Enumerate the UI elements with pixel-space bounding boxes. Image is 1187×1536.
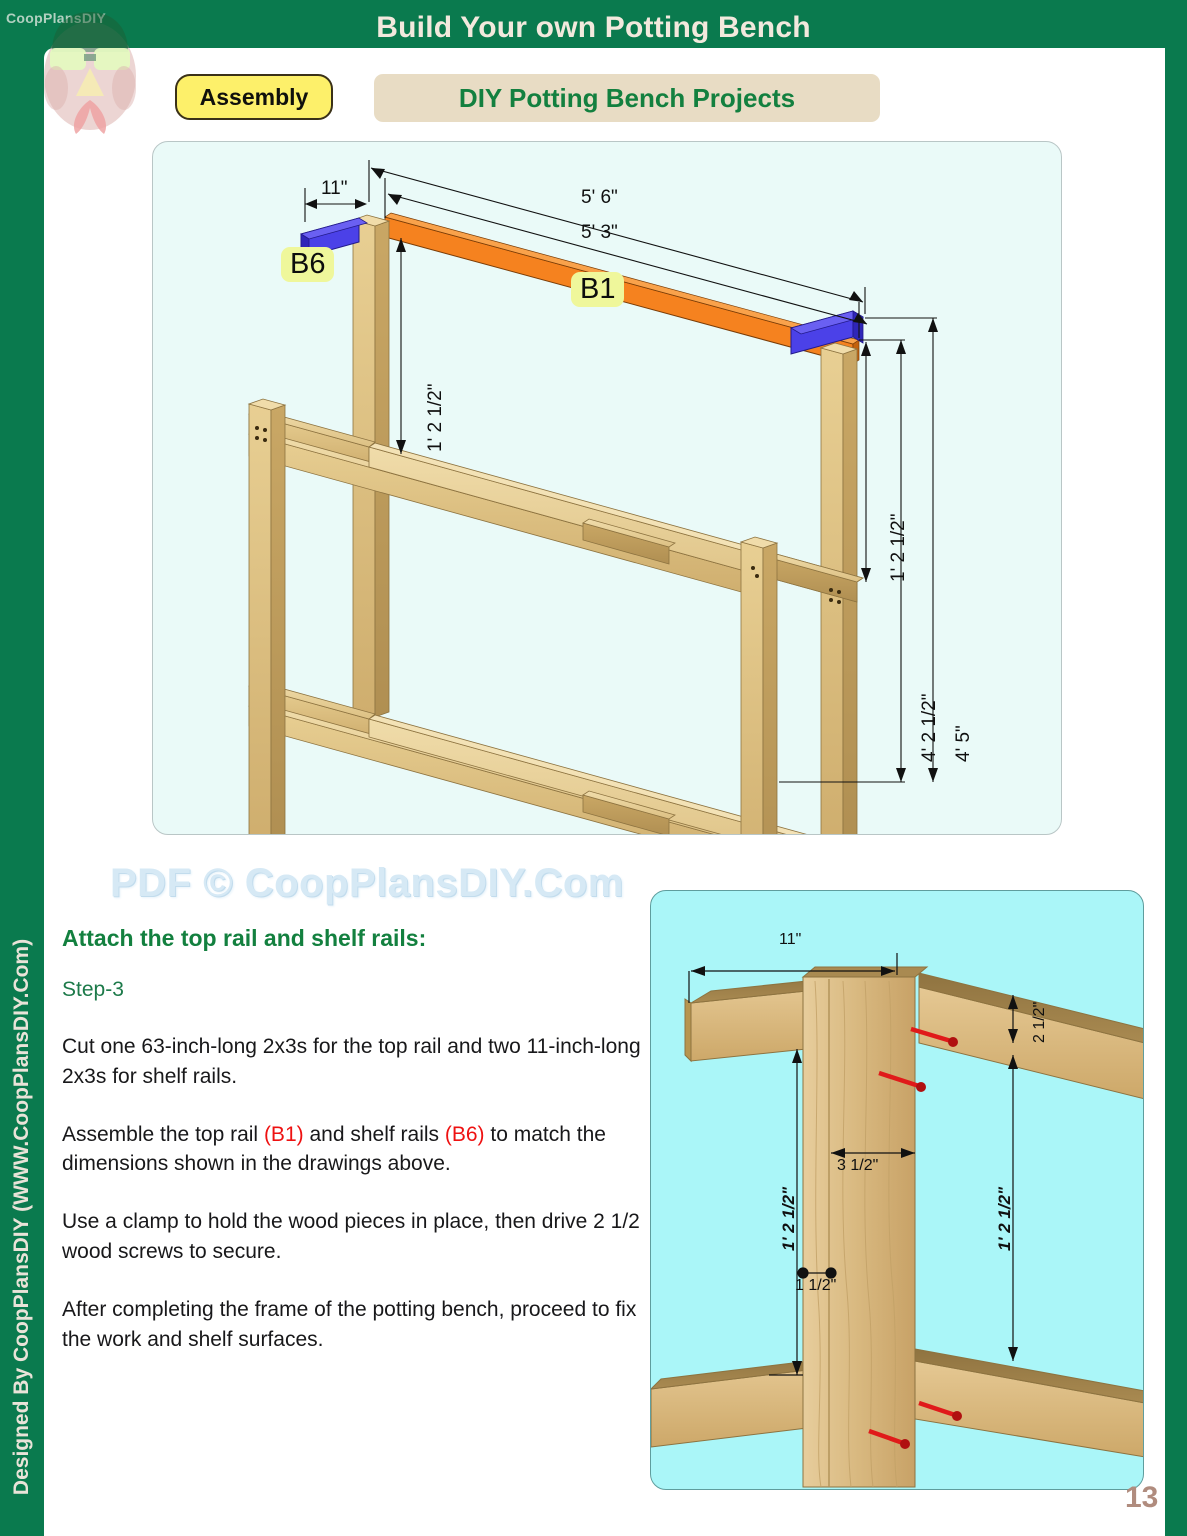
dim-1ft2half-left: 1' 2 1/2" xyxy=(425,383,446,452)
header-band xyxy=(0,0,1187,56)
part-label-b1: B1 xyxy=(571,272,625,308)
right-green-band xyxy=(1165,0,1187,1536)
upper-center-brace xyxy=(582,518,676,565)
front-right-post xyxy=(739,536,779,834)
detail-top-rail-right xyxy=(918,972,1143,1100)
dimension-lines xyxy=(304,160,938,783)
part-reference: (B1) xyxy=(263,1122,304,1146)
paragraph-text: Assemble the top rail xyxy=(62,1122,264,1146)
screw-marks xyxy=(255,426,841,604)
dim-5ft3in: 5' 3" xyxy=(581,222,618,243)
back-lower-rail xyxy=(368,714,807,834)
joint-detail-drawing xyxy=(651,953,1143,1488)
detail-dim-11in: 11" xyxy=(779,931,802,948)
left-green-band xyxy=(0,0,44,1536)
part-label-b6: B6 xyxy=(281,247,335,283)
instructions-paragraphs: Cut one 63-inch-long 2x3s for the top ra… xyxy=(62,1032,647,1355)
paragraph-text: Use a clamp to hold the wood pieces in p… xyxy=(62,1210,640,1264)
detail-dim-3half: 3 1/2" xyxy=(837,1157,879,1174)
sidebar-credit: Designed By CoopPlansDIY (WWW.CoopPlansD… xyxy=(10,938,33,1496)
dim-4ft2half: 4' 2 1/2" xyxy=(919,693,940,762)
instruction-paragraph: Use a clamp to hold the wood pieces in p… xyxy=(62,1207,647,1267)
detail-dim-1ft2half-right: 1' 2 1/2" xyxy=(995,1186,1014,1251)
lower-center-brace xyxy=(582,790,676,834)
page-title: Build Your own Potting Bench xyxy=(376,11,811,44)
projects-banner: DIY Potting Bench Projects xyxy=(374,74,880,122)
detail-illustration-panel: 11" 2 1/2" 3 1/2" 1 1/2" 1' 2 1/2" 1' 2 … xyxy=(650,890,1144,1490)
paragraph-text: and shelf rails xyxy=(303,1122,445,1146)
dim-11in-top: 11" xyxy=(321,178,348,199)
page-number: 13 xyxy=(1125,1481,1159,1514)
instruction-paragraph: Cut one 63-inch-long 2x3s for the top ra… xyxy=(62,1032,647,1092)
paragraph-text: After completing the frame of the pottin… xyxy=(62,1297,637,1351)
instruction-paragraph: After completing the frame of the pottin… xyxy=(62,1295,647,1355)
instructions-heading: Attach the top rail and shelf rails: xyxy=(62,925,427,951)
paragraph-text: to match the dimensions shown in the dra… xyxy=(62,1122,606,1176)
front-upper-rail xyxy=(248,429,770,599)
detail-lower-rail-right xyxy=(914,1348,1143,1458)
wood-screw-icon xyxy=(868,1026,962,1449)
detail-dim-1half: 1 1/2" xyxy=(795,1277,837,1294)
dim-4ft5in: 4' 5" xyxy=(953,725,974,762)
watermark: PDF © CoopPlansDIY.Com xyxy=(110,861,624,905)
detail-dim-2half: 2 1/2" xyxy=(1031,1001,1048,1043)
potting-bench-isometric-drawing xyxy=(247,160,938,834)
logo-wordmark: CoopPlansDIY xyxy=(6,10,107,26)
detail-dimension-lines xyxy=(688,953,1018,1376)
paragraph-text: Cut one 63-inch-long 2x3s for the top ra… xyxy=(62,1035,641,1088)
dim-5ft6in: 5' 6" xyxy=(581,187,618,208)
front-left-post xyxy=(247,398,287,834)
part-reference: (B6) xyxy=(444,1122,485,1146)
instruction-paragraph: Assemble the top rail (B1) and shelf rai… xyxy=(62,1120,647,1180)
detail-dim-1ft2half-left: 1' 2 1/2" xyxy=(779,1186,798,1251)
assembly-tag: Assembly xyxy=(175,74,333,120)
instructions-column: Attach the top rail and shelf rails: Ste… xyxy=(62,925,647,1383)
dim-1ft2half-right: 1' 2 1/2" xyxy=(888,513,909,582)
rooster-mascot-icon xyxy=(26,4,154,136)
detail-post xyxy=(801,966,929,1488)
step-label: Step-3 xyxy=(62,978,124,1001)
main-illustration-panel: 11" 5' 6" 5' 3" 1' 2 1/2" 1' 2 1/2" 4' 2… xyxy=(152,141,1062,835)
